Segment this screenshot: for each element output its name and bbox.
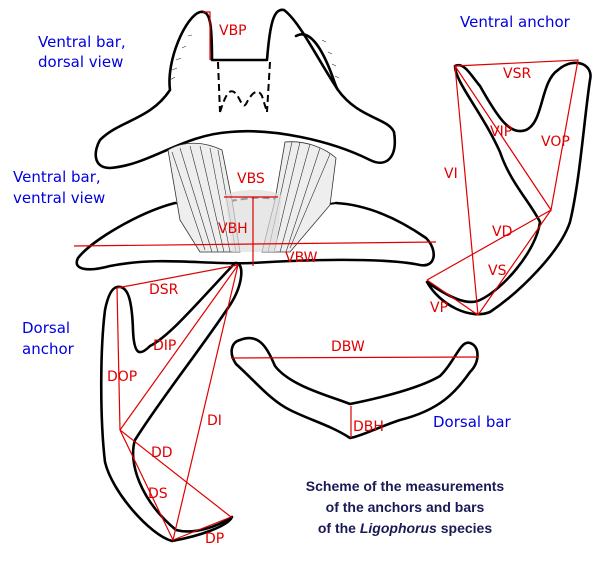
caption-line-3-pre: of the (318, 520, 360, 536)
label-vbs: VBS (237, 171, 265, 187)
label-dop: DOP (107, 369, 137, 385)
label-dorsal-anchor-1: Dorsal (22, 319, 70, 337)
caption-line-3: of the Ligophorus species (318, 520, 492, 536)
label-ventral-bar-dorsal-1: Ventral bar, (38, 33, 126, 51)
label-vop: VOP (541, 134, 570, 150)
label-vd: VD (492, 224, 512, 240)
label-vbp: VBP (219, 23, 247, 39)
label-dp: DP (205, 531, 224, 547)
caption-genus: Ligophorus (360, 520, 437, 536)
caption: Scheme of the measurements of the anchor… (306, 478, 505, 536)
label-vs: VS (488, 263, 507, 279)
label-di: DI (207, 413, 222, 429)
ventral-anchor-lines (426, 59, 579, 316)
ventral-anchor: VSR VIP VOP VI VD VS VP Ventral anchor (425, 13, 592, 316)
dorsal-anchor: DSR DIP DOP DI DD DS DP Dorsal anchor (22, 261, 243, 547)
label-vbh: VBH (218, 221, 248, 237)
label-dorsal-bar: Dorsal bar (433, 413, 512, 431)
label-ventral-anchor: Ventral anchor (460, 13, 571, 31)
label-ventral-bar-ventral-1: Ventral bar, (13, 168, 101, 186)
label-vip: VIP (490, 124, 512, 140)
label-ventral-bar-dorsal-2: dorsal view (38, 53, 123, 71)
label-dd: DD (151, 445, 173, 461)
label-vi: VI (444, 166, 458, 182)
label-dip: DIP (153, 338, 176, 354)
dorsal-bar-lines (230, 356, 479, 438)
label-vp: VP (430, 300, 448, 316)
dorsal-bar: DBW DBH Dorsal bar (230, 336, 512, 440)
dorsal-anchor-lines (116, 264, 239, 542)
caption-line-3-post: species (437, 520, 492, 536)
label-vbw: VBW (285, 250, 318, 266)
ventral-bar-dorsal-view: VBP Ventral bar, dorsal view (38, 8, 397, 170)
label-dorsal-anchor-2: anchor (22, 340, 75, 358)
label-dbw: DBW (331, 339, 365, 355)
label-ds: DS (148, 486, 168, 502)
label-dsr: DSR (149, 282, 179, 298)
vbp-line (203, 11, 211, 60)
label-dbh: DBH (353, 419, 384, 435)
label-ventral-bar-ventral-2: ventral view (13, 189, 105, 207)
label-vsr: VSR (503, 66, 531, 82)
vbw-line (73, 241, 437, 247)
ventral-bar-ventral-view: VBS VBH VBW Ventral bar, ventral view (13, 141, 437, 271)
caption-line-2: of the anchors and bars (326, 499, 485, 515)
caption-line-1: Scheme of the measurements (306, 478, 505, 494)
